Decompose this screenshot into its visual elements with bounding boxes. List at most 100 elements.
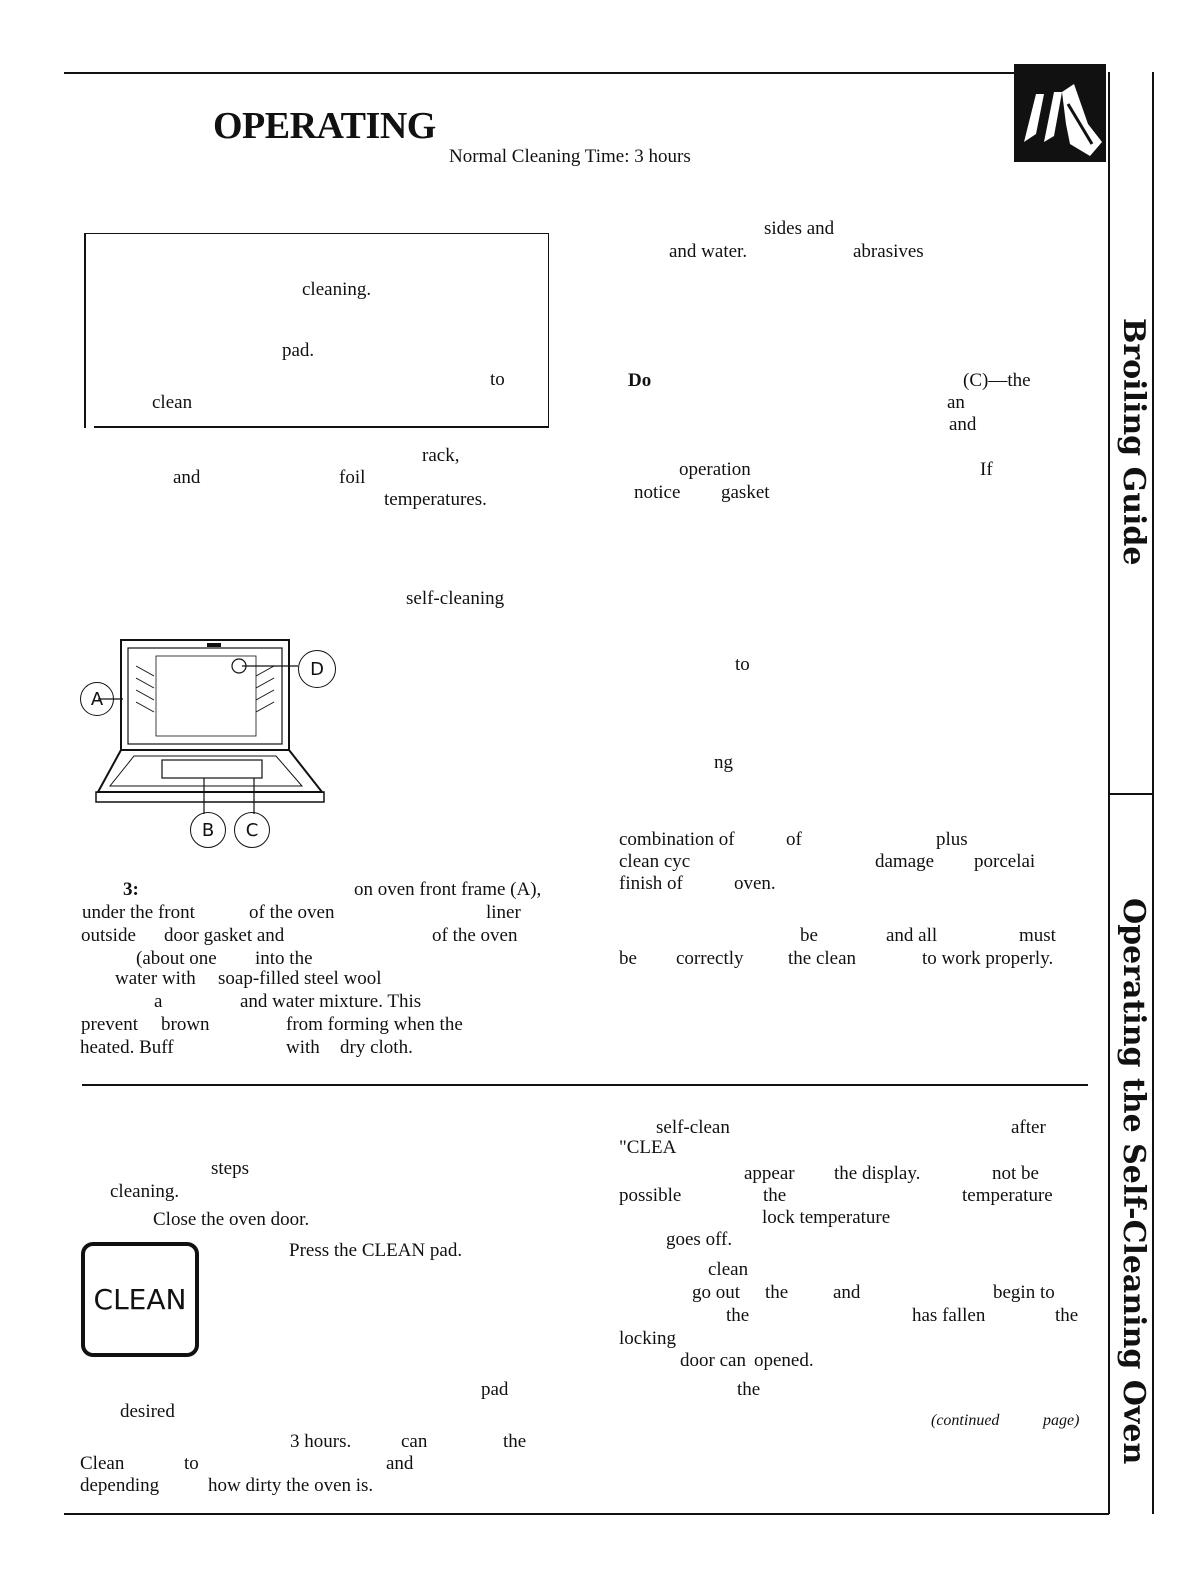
step3-text: prevent [81, 1014, 138, 1035]
body-text: depending [80, 1475, 160, 1496]
body-text: how dirty the oven is. [208, 1475, 374, 1496]
body-text: Clean [80, 1453, 125, 1474]
body-text: and [173, 467, 201, 488]
mid-rule [82, 1084, 1088, 1086]
body-text: and all [886, 925, 938, 946]
callout-label: D [310, 658, 324, 680]
side-tab-self-cleaning[interactable]: Operating the Self-Cleaning Oven [1116, 898, 1151, 1465]
body-text: go out [692, 1282, 741, 1303]
body-text: desired [120, 1401, 175, 1422]
body-text: the [763, 1185, 787, 1206]
body-text: self-cleaning [406, 588, 505, 609]
step3-text: a [154, 991, 163, 1012]
step-press-clean: Press the CLEAN pad. [289, 1240, 463, 1261]
body-text: damage [875, 851, 935, 872]
body-text: and water. [669, 241, 748, 262]
body-text: an [947, 392, 965, 413]
step-label: 3: [123, 879, 139, 900]
body-text: the [765, 1282, 789, 1303]
body-text: gasket [721, 482, 770, 503]
hand-pointer-icon [1014, 64, 1106, 162]
note-box [84, 233, 549, 428]
body-text: oven. [734, 873, 776, 894]
step3-text: brown [161, 1014, 210, 1035]
step-close-door: Close the oven door. [153, 1209, 310, 1230]
step3-text: and water mixture. This [240, 991, 422, 1012]
body-text: be [619, 948, 637, 969]
step3-text: into the [255, 948, 313, 969]
clean-pad-button[interactable]: CLEAN [81, 1242, 199, 1357]
top-rule [64, 72, 1104, 74]
step3-text: water with [115, 968, 196, 989]
note-text: cleaning. [302, 279, 372, 300]
side-tab-broiling-guide[interactable]: Broiling Guide [1116, 318, 1151, 566]
body-text: not be [992, 1163, 1039, 1184]
note-box-bottom [94, 426, 548, 428]
body-text: be [800, 925, 818, 946]
body-text: correctly [676, 948, 744, 969]
body-text: Do [628, 370, 652, 391]
side-tab-divider [1108, 793, 1154, 795]
body-text: temperature [962, 1185, 1053, 1206]
body-text: and [949, 414, 977, 435]
body-text: lock temperature [762, 1207, 891, 1228]
body-text: combination of [619, 829, 735, 850]
step3-text: (about one [136, 948, 217, 969]
body-text: to [184, 1453, 199, 1474]
body-text: clean [708, 1259, 749, 1280]
callout-label: C [245, 819, 259, 841]
callout-label: B [201, 819, 215, 841]
oven-diagram [76, 636, 346, 851]
body-text: has fallen [912, 1305, 986, 1326]
body-text: clean cyc [619, 851, 691, 872]
body-text: can [401, 1431, 428, 1452]
body-text: foil [339, 467, 366, 488]
step3-text: of the oven [432, 925, 518, 946]
body-text: plus [936, 829, 968, 850]
body-text: temperatures. [384, 489, 487, 510]
body-text: (C)—the [963, 370, 1031, 391]
body-text: self-clean [656, 1117, 730, 1138]
body-text: ng [714, 752, 733, 773]
body-text: possible [619, 1185, 682, 1206]
body-text: the [726, 1305, 750, 1326]
step3-text: dry cloth. [340, 1037, 413, 1058]
body-text: the [503, 1431, 527, 1452]
body-text: the clean [788, 948, 857, 969]
body-text: of [786, 829, 802, 850]
step3-text: under the front [82, 902, 195, 923]
page-subtitle: Normal Cleaning Time: 3 hours [449, 146, 691, 167]
callout-c: C [234, 812, 270, 848]
body-text: the display. [834, 1163, 921, 1184]
body-text: to [735, 654, 750, 675]
body-text: must [1019, 925, 1056, 946]
callout-label: A [90, 688, 104, 710]
body-text: If [980, 459, 993, 480]
body-text: to work properly. [922, 948, 1054, 969]
body-text: goes off. [666, 1229, 733, 1250]
clean-pad-label: CLEAN [93, 1283, 187, 1316]
note-text: to [490, 369, 505, 390]
body-text: steps [211, 1158, 249, 1179]
body-text: locking [619, 1328, 676, 1349]
bottom-rule [64, 1513, 1109, 1515]
body-text: sides and [764, 218, 835, 239]
continued-note: (continued [931, 1412, 1000, 1429]
step3-text: soap-filled steel wool [218, 968, 382, 989]
body-text: the [1055, 1305, 1079, 1326]
body-text: begin to [993, 1282, 1055, 1303]
body-text: door can [680, 1350, 746, 1371]
body-text: "CLEA [619, 1137, 677, 1158]
callout-d: D [298, 650, 336, 688]
page-title: OPERATING [213, 105, 436, 147]
body-text: and [386, 1453, 414, 1474]
step3-text: of the oven [249, 902, 335, 923]
step3-text: outside [81, 925, 136, 946]
body-text: the [737, 1379, 761, 1400]
body-text: cleaning. [110, 1181, 180, 1202]
body-text: notice [634, 482, 681, 503]
note-text: clean [152, 392, 193, 413]
body-text: porcelai [974, 851, 1036, 872]
body-text: appear [744, 1163, 795, 1184]
callout-b: B [190, 812, 226, 848]
